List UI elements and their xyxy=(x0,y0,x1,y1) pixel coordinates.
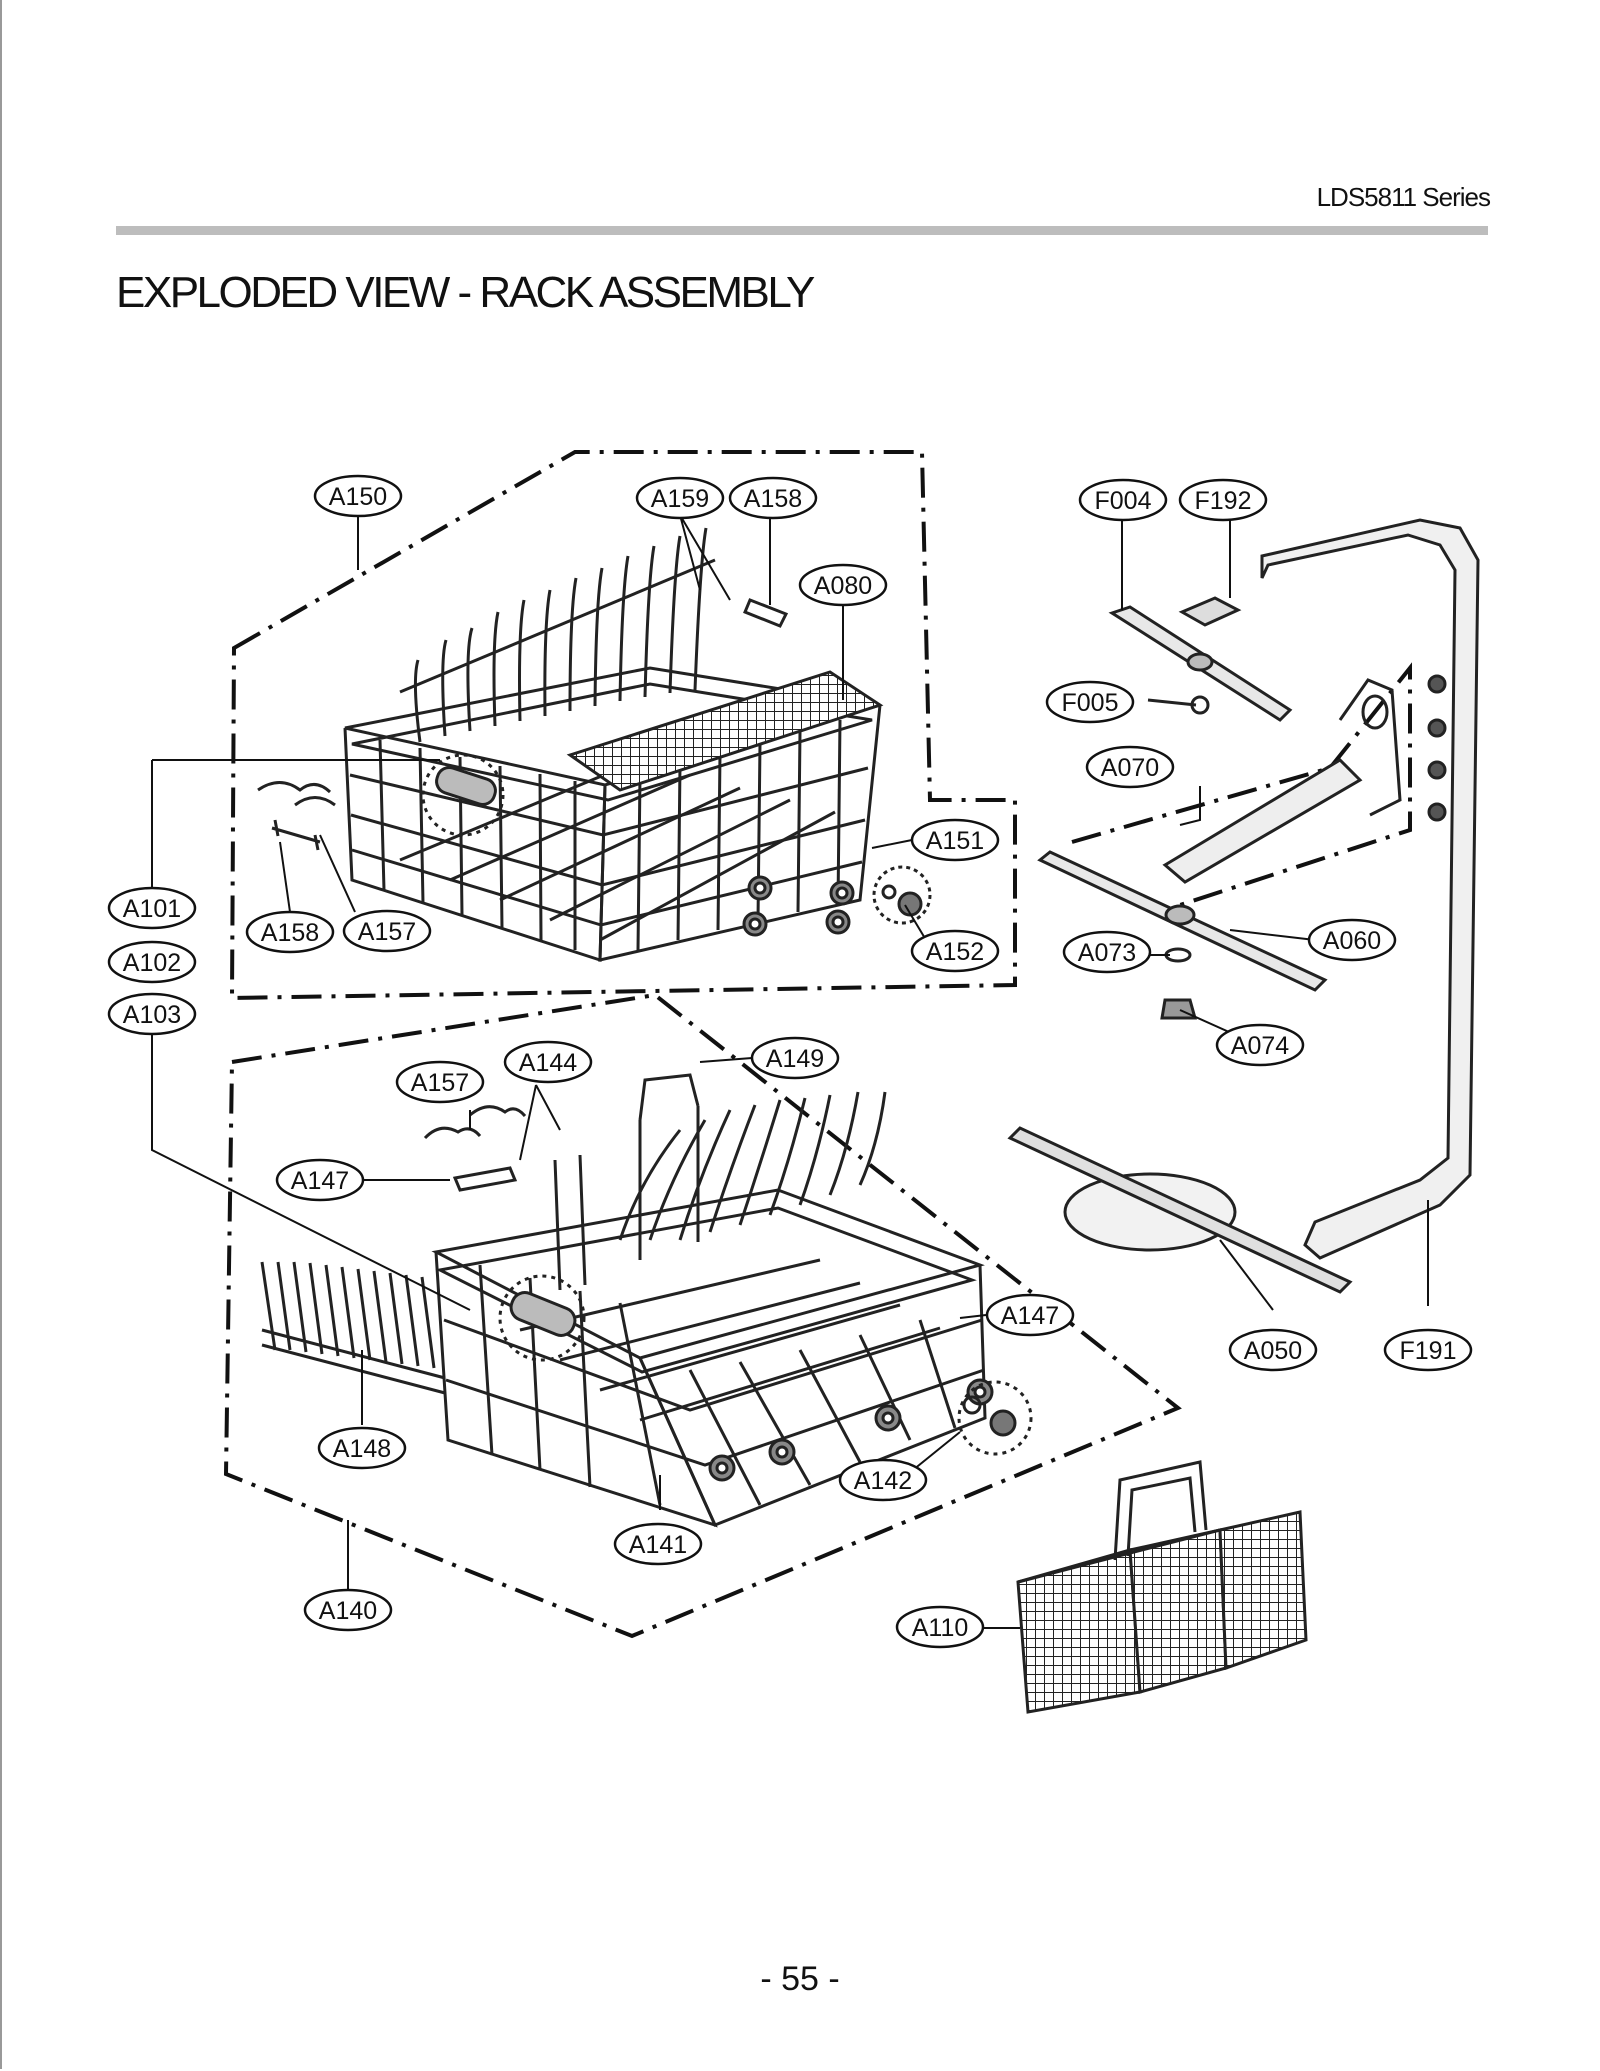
svg-text:A140: A140 xyxy=(319,1597,377,1625)
callout-a147-right: A147 xyxy=(985,1293,1075,1337)
svg-text:F005: F005 xyxy=(1062,689,1119,717)
callout-a103: A103 xyxy=(107,992,197,1036)
callout-a159: A159 xyxy=(635,476,725,520)
svg-text:A110: A110 xyxy=(912,1614,969,1642)
cutlery-basket xyxy=(1016,1460,1308,1714)
series-label: LDS5811 Series xyxy=(1316,182,1491,212)
callout-f192: F192 xyxy=(1178,478,1268,522)
svg-text:A102: A102 xyxy=(123,949,181,977)
callout-a080: A080 xyxy=(798,563,888,607)
svg-text:A152: A152 xyxy=(926,938,984,966)
callout-a144: A144 xyxy=(503,1040,593,1084)
svg-text:A151: A151 xyxy=(926,827,984,855)
page-number: - 55 - xyxy=(760,1960,840,1998)
svg-text:A147: A147 xyxy=(291,1167,349,1195)
callout-a101: A101 xyxy=(107,886,197,930)
svg-text:A050: A050 xyxy=(1244,1337,1302,1365)
svg-text:A080: A080 xyxy=(814,572,872,600)
svg-text:F191: F191 xyxy=(1400,1337,1457,1365)
callout-f191: F191 xyxy=(1383,1328,1473,1372)
svg-text:A149: A149 xyxy=(766,1045,824,1073)
svg-text:A142: A142 xyxy=(854,1467,912,1495)
header-rule xyxy=(116,226,1488,235)
group-boundaries xyxy=(223,450,1412,1639)
svg-text:A157: A157 xyxy=(411,1069,469,1097)
spray-arm-boundary xyxy=(1071,662,1412,907)
callout-a050: A050 xyxy=(1228,1328,1318,1372)
svg-text:A074: A074 xyxy=(1231,1032,1289,1060)
svg-text:A060: A060 xyxy=(1323,927,1381,955)
svg-text:A101: A101 xyxy=(123,895,181,923)
svg-text:F192: F192 xyxy=(1195,487,1252,515)
upper-rack-boundary xyxy=(229,450,1017,1001)
callout-a150: A150 xyxy=(313,474,403,518)
callout-a102: A102 xyxy=(107,940,197,984)
page-title: EXPLODED VIEW - RACK ASSEMBLY xyxy=(116,268,815,317)
svg-text:A144: A144 xyxy=(519,1049,577,1077)
svg-text:A158: A158 xyxy=(261,919,319,947)
callout-a073: A073 xyxy=(1062,930,1152,974)
callout-a060: A060 xyxy=(1307,918,1397,962)
callout-a140: A140 xyxy=(303,1588,393,1632)
callout-a147-left: A147 xyxy=(275,1158,365,1202)
callout-a158-side: A158 xyxy=(245,910,335,954)
callout-a157-side: A157 xyxy=(342,909,432,953)
leader-lines xyxy=(151,514,1429,1629)
callout-a074: A074 xyxy=(1215,1023,1305,1067)
callout-f004: F004 xyxy=(1078,478,1168,522)
callout-a158-top: A158 xyxy=(728,476,818,520)
callout-a142: A142 xyxy=(838,1458,928,1502)
callout-a151: A151 xyxy=(910,818,1000,862)
svg-text:A159: A159 xyxy=(651,485,709,513)
callout-f005: F005 xyxy=(1045,680,1135,724)
callout-a148: A148 xyxy=(317,1426,407,1470)
lower-rack-boundary xyxy=(223,992,1182,1639)
callout-a149: A149 xyxy=(750,1036,840,1080)
callouts: A150 A159 A158 A080 A151 A152 A158 A157 … xyxy=(107,474,1473,1649)
svg-text:A157: A157 xyxy=(358,918,416,946)
svg-text:A070: A070 xyxy=(1101,754,1159,782)
callout-a070: A070 xyxy=(1085,745,1175,789)
svg-text:A141: A141 xyxy=(629,1531,687,1559)
svg-text:A103: A103 xyxy=(123,1001,181,1029)
upper-rack xyxy=(257,527,932,963)
svg-text:A158: A158 xyxy=(744,485,802,513)
callout-a152: A152 xyxy=(910,929,1000,973)
callout-a110: A110 xyxy=(895,1605,985,1649)
spray-arm-assembly xyxy=(1007,518,1480,1294)
svg-text:A073: A073 xyxy=(1078,939,1136,967)
callout-a141: A141 xyxy=(613,1522,703,1566)
callout-a157-lower: A157 xyxy=(395,1060,485,1104)
svg-text:F004: F004 xyxy=(1095,487,1152,515)
svg-text:A150: A150 xyxy=(329,483,387,511)
svg-text:A148: A148 xyxy=(333,1435,391,1463)
svg-text:A147: A147 xyxy=(1001,1302,1059,1330)
